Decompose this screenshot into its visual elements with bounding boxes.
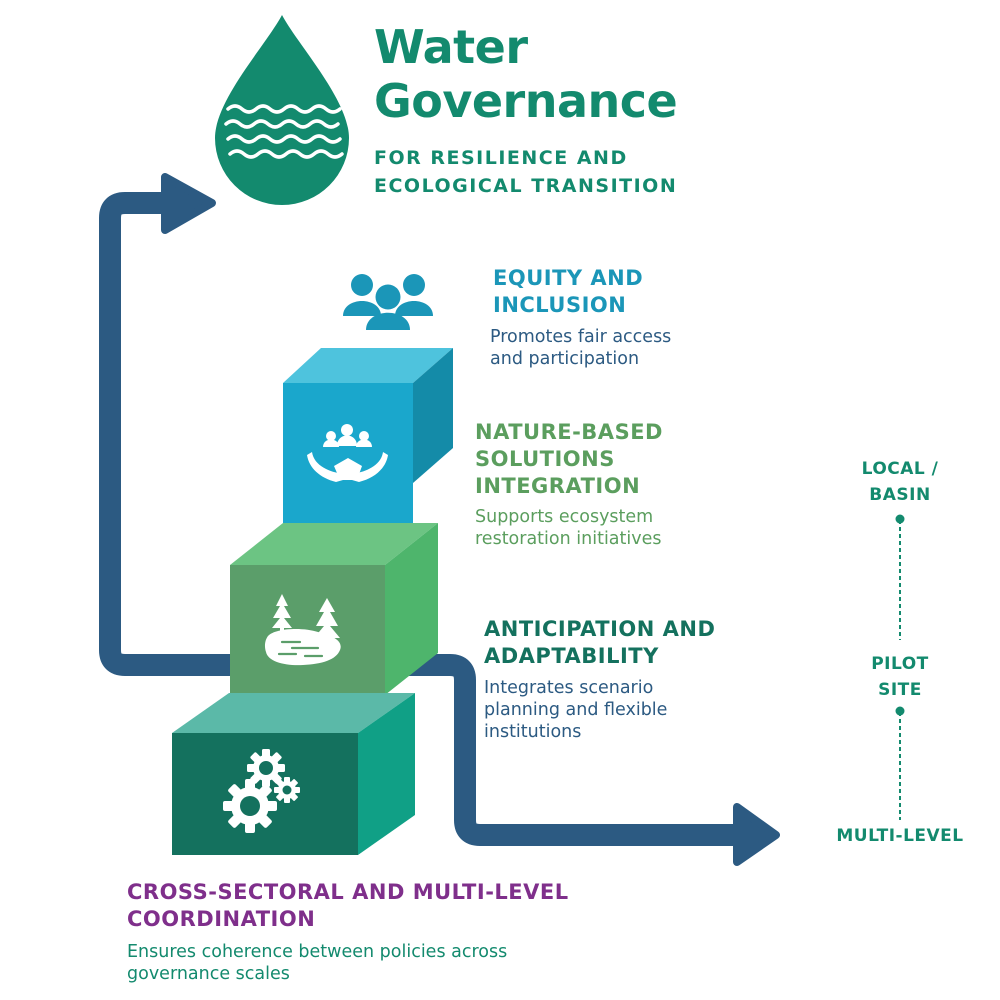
anticipation-heading-line: ADAPTABILITY xyxy=(484,644,659,668)
equity-heading-line: INCLUSION xyxy=(493,293,627,317)
anticipation-heading: ANTICIPATION AND ADAPTABILITY xyxy=(484,616,715,670)
scale-label-line: PILOT xyxy=(871,654,929,674)
nature-heading-line: INTEGRATION xyxy=(475,474,641,498)
subtitle-line: ECOLOGICAL TRANSITION xyxy=(374,175,678,197)
lake-trees-icon xyxy=(264,594,341,666)
anticipation-description: Integrates scenario planning and flexibl… xyxy=(484,677,667,743)
arrow-head-right xyxy=(733,803,780,866)
cube-coordination xyxy=(172,693,415,855)
scale-label-line: LOCAL / xyxy=(861,459,939,479)
coordination-heading-line: COORDINATION xyxy=(127,907,316,931)
scale-label-line: BASIN xyxy=(869,485,931,505)
coordination-desc-line: governance scales xyxy=(127,964,290,984)
coordination-desc-line: Ensures coherence between policies acros… xyxy=(127,942,508,962)
nature-heading-line: NATURE-BASED xyxy=(475,420,663,444)
scale-dot xyxy=(895,706,905,716)
hands-community-icon xyxy=(307,424,388,482)
flow-arrow xyxy=(99,173,780,866)
equity-desc-line: and participation xyxy=(490,349,640,369)
scale-axis xyxy=(895,514,905,820)
subtitle-line: FOR RESILIENCE AND xyxy=(374,147,628,169)
anticipation-desc-line: planning and flexible xyxy=(484,700,668,720)
equity-desc-line: Promotes fair access xyxy=(490,327,672,347)
cube-equity xyxy=(283,348,453,525)
water-drop-icon xyxy=(215,15,349,205)
coordination-description: Ensures coherence between policies acros… xyxy=(127,941,507,985)
scale-label-local-basin: LOCAL / BASIN xyxy=(840,456,960,508)
coordination-heading-line: CROSS-SECTORAL AND MULTI-LEVEL xyxy=(127,880,569,904)
cube-nature xyxy=(230,523,438,695)
equity-heading: EQUITY AND INCLUSION xyxy=(493,265,643,319)
scale-dot xyxy=(895,514,905,524)
gears-icon xyxy=(223,749,300,833)
anticipation-heading-line: ANTICIPATION AND xyxy=(484,617,716,641)
scale-label-multi-level: MULTI-LEVEL xyxy=(836,826,964,846)
arrow-head-up xyxy=(161,173,216,234)
anticipation-desc-line: institutions xyxy=(484,722,582,742)
nature-desc-line: Supports ecosystem xyxy=(475,507,654,527)
nature-desc-line: restoration initiatives xyxy=(475,529,662,549)
nature-description: Supports ecosystem restoration initiativ… xyxy=(475,506,662,550)
page-title: Water Governance xyxy=(374,20,678,128)
equity-heading-line: EQUITY AND xyxy=(493,266,644,290)
nature-heading: NATURE-BASED SOLUTIONS INTEGRATION xyxy=(475,419,663,500)
scale-label-line: SITE xyxy=(878,680,922,700)
equity-description: Promotes fair access and participation xyxy=(490,326,671,370)
people-group-icon xyxy=(343,274,433,330)
coordination-heading: CROSS-SECTORAL AND MULTI-LEVEL COORDINAT… xyxy=(127,879,569,933)
page-subtitle: FOR RESILIENCE AND ECOLOGICAL TRANSITION xyxy=(374,144,734,200)
scale-label-pilot-site: PILOT SITE xyxy=(840,651,960,703)
nature-heading-line: SOLUTIONS xyxy=(475,447,615,471)
anticipation-desc-line: Integrates scenario xyxy=(484,678,654,698)
